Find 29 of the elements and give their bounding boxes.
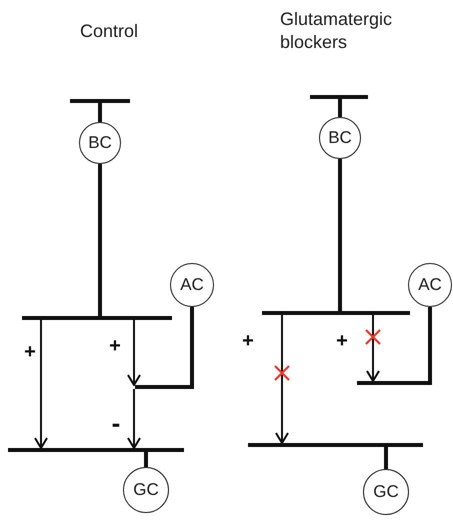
cell-circle: BC [319, 117, 361, 159]
connector-line [428, 307, 432, 381]
synapse-bar [22, 316, 172, 320]
connector-line [98, 103, 102, 122]
connector-line [144, 452, 148, 467]
connector-line [98, 164, 102, 316]
connector-line [338, 99, 342, 117]
connector-line [190, 307, 194, 385]
synapse-bar [8, 448, 184, 452]
synapse-bar [248, 443, 423, 447]
arrow [34, 320, 48, 449]
arrow [366, 315, 380, 382]
synapse-bar [135, 385, 194, 389]
synapse-bar [70, 99, 130, 103]
cell-circle: GC [363, 469, 409, 515]
panel-title: Control [80, 20, 140, 42]
cell-circle: GC [123, 467, 169, 513]
cell-circle: BC [79, 122, 121, 164]
cell-circle: AC [170, 263, 214, 307]
connector-line [338, 159, 342, 311]
synapse-bar [310, 95, 368, 99]
synapse-bar [357, 381, 432, 385]
arrow [127, 389, 141, 449]
arrow [127, 320, 141, 386]
connector-line [384, 447, 388, 469]
panel-title: Glutamatergic blockers [280, 8, 394, 53]
arrow [275, 315, 289, 444]
cell-circle: AC [408, 263, 452, 307]
synapse-bar [262, 311, 410, 315]
